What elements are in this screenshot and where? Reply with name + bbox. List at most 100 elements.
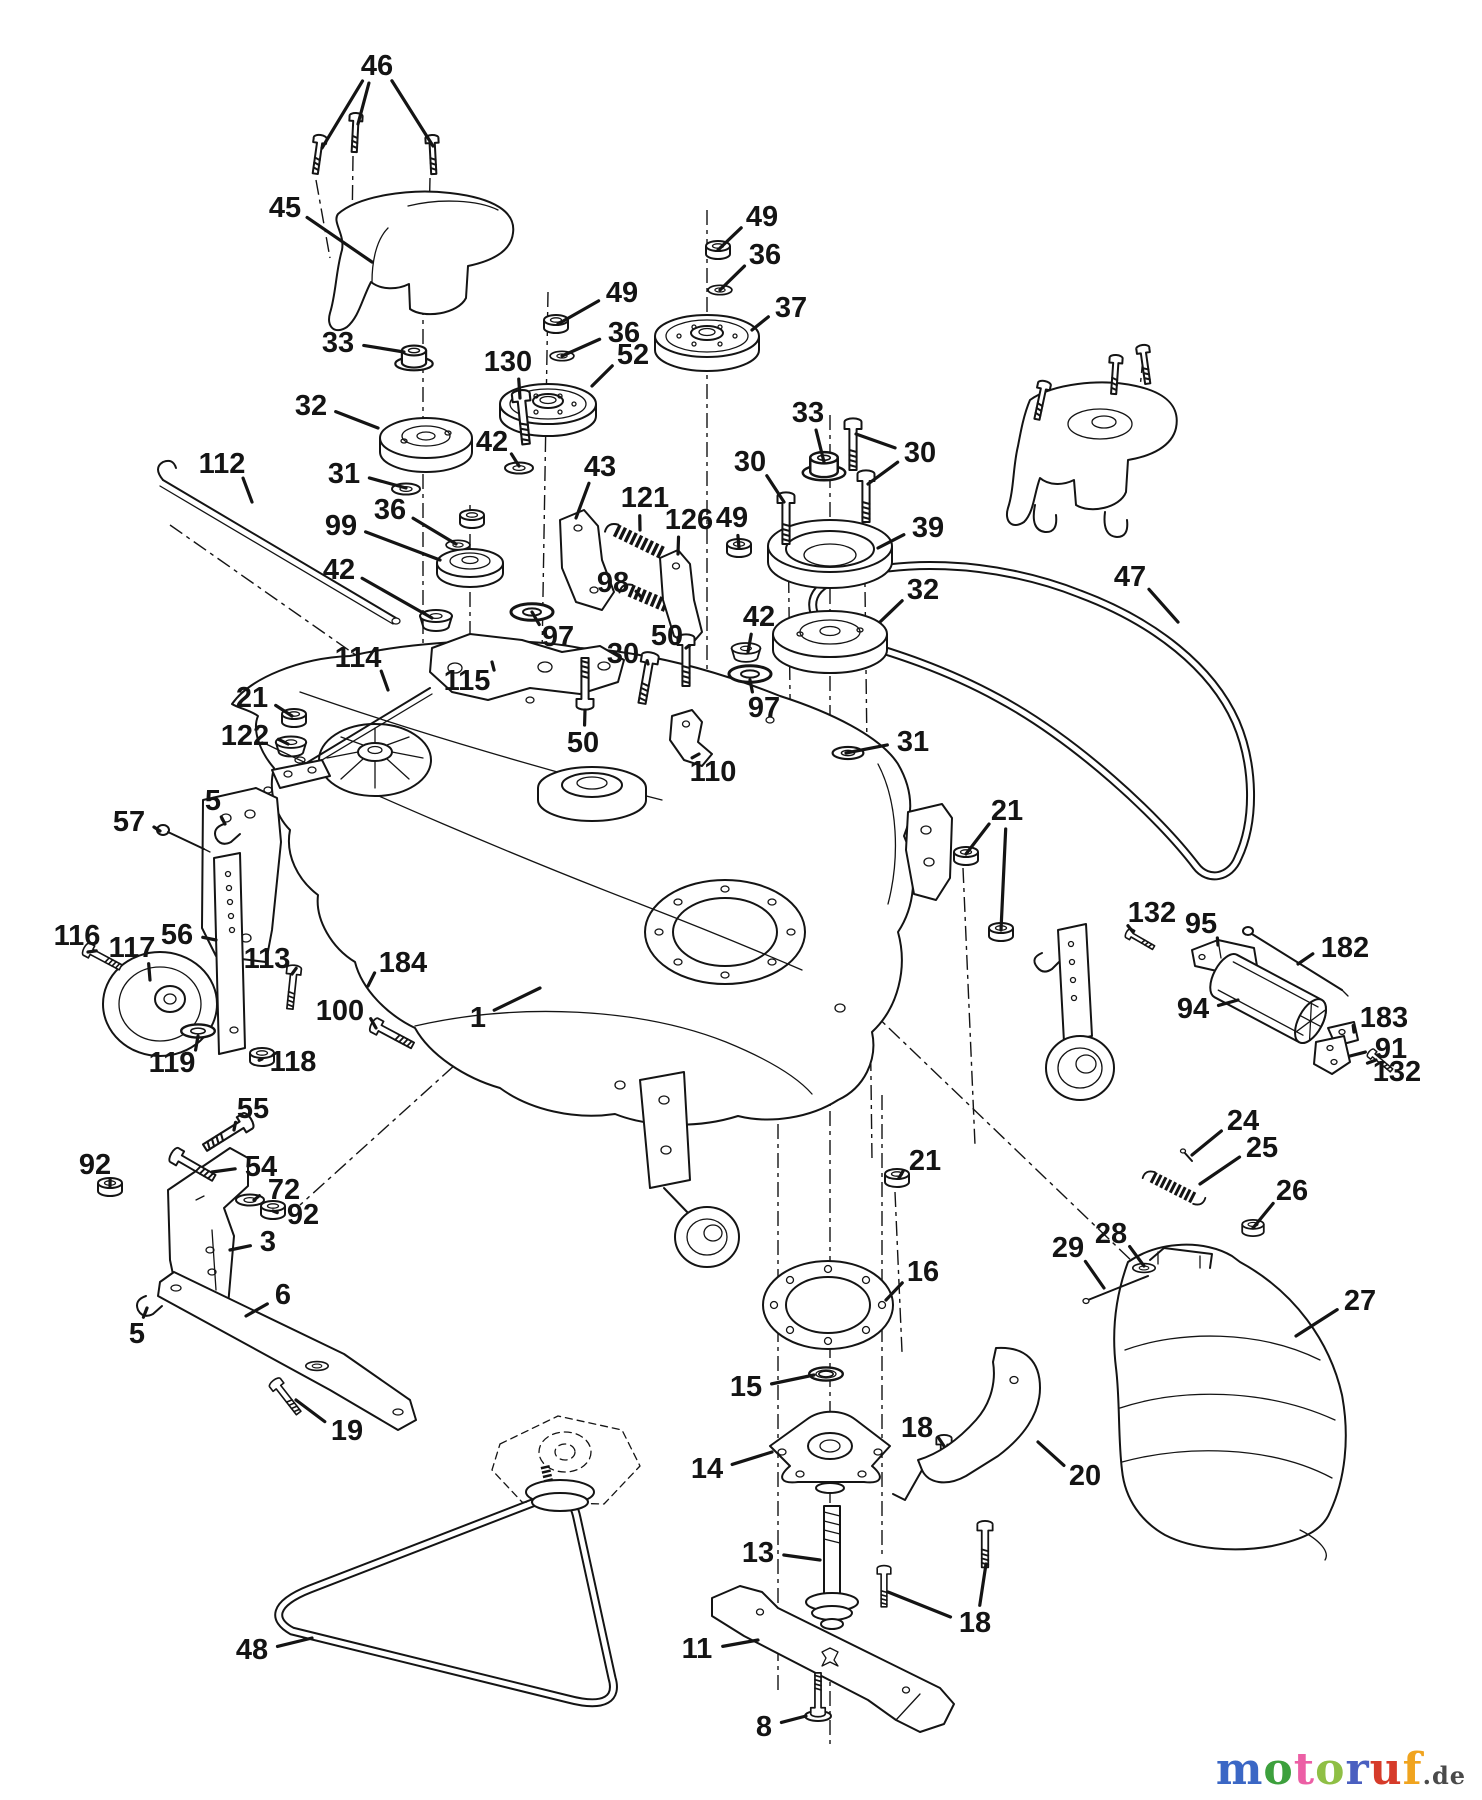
- part-label-33: 33: [322, 327, 354, 359]
- leader-line-36: [718, 264, 747, 292]
- part-label-92: 92: [79, 1149, 111, 1181]
- leader-line-119: [193, 1034, 200, 1052]
- leader-line-30: [854, 432, 897, 450]
- part-label-25: 25: [1246, 1132, 1278, 1164]
- part-label-97: 97: [542, 621, 574, 653]
- screw-132-a: [1123, 926, 1157, 953]
- part-label-118: 118: [270, 1046, 317, 1078]
- leader-line-46: [356, 81, 371, 126]
- watermark-suffix: .de: [1422, 1761, 1466, 1790]
- leader-line-31: [367, 476, 408, 490]
- deck-housing: [231, 640, 915, 1126]
- part-label-20: 20: [1069, 1460, 1101, 1492]
- washer-19: [304, 1360, 330, 1372]
- leader-line-18: [978, 1562, 988, 1607]
- cotter-pin-5-b: [136, 1295, 163, 1317]
- friction-ring-16: [762, 1260, 894, 1350]
- leader-line-28: [1128, 1244, 1146, 1268]
- part-label-72: 72: [268, 1174, 300, 1206]
- deflector-shield-27: [1113, 1243, 1347, 1561]
- part-label-49: 49: [716, 502, 748, 534]
- leader-line-36: [560, 337, 602, 358]
- leader-line-184: [366, 971, 377, 988]
- part-label-184: 184: [379, 947, 427, 979]
- leader-line-39: [876, 533, 906, 550]
- leader-line-56: [201, 935, 218, 942]
- part-label-31: 31: [897, 726, 929, 758]
- leader-line-45: [305, 215, 374, 264]
- part-label-52: 52: [617, 339, 649, 371]
- leader-line-1: [492, 986, 542, 1012]
- leader-line-33: [814, 428, 826, 464]
- part-label-32: 32: [907, 574, 939, 606]
- part-label-21: 21: [991, 795, 1023, 827]
- part-label-183: 183: [1360, 1002, 1408, 1034]
- bracket-110: [669, 709, 713, 767]
- part-label-42: 42: [323, 554, 355, 586]
- link-bar-6: [157, 1271, 417, 1431]
- part-label-121: 121: [621, 482, 669, 514]
- watermark-letter: o: [1263, 1744, 1294, 1795]
- watermark-text: motoruf: [1216, 1744, 1423, 1795]
- screws-46-left: [307, 111, 442, 176]
- part-label-112: 112: [199, 448, 246, 480]
- part-label-54: 54: [245, 1151, 277, 1183]
- leader-line-98: [634, 589, 644, 600]
- part-label-45: 45: [269, 192, 301, 224]
- part-label-42: 42: [476, 426, 508, 458]
- spindle-shaft-13: [805, 1505, 859, 1630]
- leader-line-117: [147, 962, 152, 982]
- part-label-16: 16: [907, 1256, 939, 1288]
- part-label-48: 48: [236, 1634, 268, 1666]
- clutch-assembly: [491, 1415, 641, 1512]
- bracket-126: [659, 549, 703, 647]
- pulley-32-right: [772, 610, 888, 674]
- part-label-24: 24: [1227, 1105, 1259, 1137]
- leader-line-100: [369, 1017, 378, 1030]
- gauge-wheel-front: [639, 1071, 740, 1268]
- leader-line-49: [556, 299, 601, 326]
- leader-line-130: [517, 377, 522, 400]
- leader-line-54: [210, 1167, 237, 1174]
- leader-line-30: [645, 659, 650, 666]
- mandrel-cover-right: [1006, 381, 1178, 538]
- leader-line-113: [290, 966, 298, 976]
- link-plate-122: [271, 759, 331, 789]
- blade-bolt-8: [804, 1672, 832, 1722]
- leader-line-110: [690, 752, 701, 760]
- part-label-115: 115: [444, 665, 491, 697]
- leader-line-14: [730, 1450, 774, 1467]
- part-label-33: 33: [792, 397, 824, 429]
- part-label-55: 55: [237, 1093, 269, 1125]
- rod-29: [1082, 1275, 1149, 1305]
- cotter-pin-5-a: [214, 823, 241, 845]
- part-label-14: 14: [691, 1453, 723, 1485]
- part-label-5: 5: [205, 785, 221, 817]
- part-label-91: 91: [1375, 1033, 1407, 1065]
- pin-24: [1179, 1148, 1193, 1162]
- pulley-32-left: [379, 417, 473, 473]
- mulch-bracket-20: [892, 1346, 1041, 1501]
- leader-line-49: [736, 533, 741, 550]
- idler-arm-115: [429, 633, 625, 701]
- bearing-15: [808, 1366, 844, 1382]
- part-label-126: 126: [665, 504, 713, 536]
- watermark-letter: m: [1215, 1744, 1264, 1795]
- leader-line-29: [1083, 1259, 1106, 1290]
- leader-line-36: [411, 516, 458, 546]
- leader-line-42: [746, 632, 753, 654]
- leader-line-132: [1126, 924, 1135, 934]
- part-label-18: 18: [959, 1607, 991, 1639]
- part-label-15: 15: [730, 1371, 762, 1403]
- leader-line-57: [152, 825, 162, 833]
- roller-94: [1209, 953, 1327, 1044]
- part-label-182: 182: [1321, 932, 1369, 964]
- blade-11: [711, 1585, 955, 1733]
- leader-line-99: [363, 530, 442, 562]
- part-label-50: 50: [651, 620, 683, 652]
- leader-line-42: [360, 576, 434, 620]
- leader-line-182: [1296, 952, 1315, 966]
- leader-line-30: [765, 474, 786, 504]
